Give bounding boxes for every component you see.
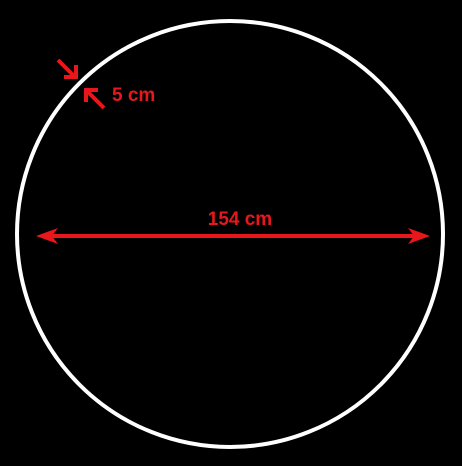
thickness-arrow-outer-head (64, 65, 78, 79)
thickness-arrow-inner-head (84, 88, 98, 102)
thickness-label: 5 cm (112, 85, 155, 106)
diameter-arrowhead-left (36, 228, 58, 244)
thickness-arrow-outer (56, 58, 76, 78)
thickness-arrow-inner (86, 90, 106, 110)
thickness-arrows (56, 58, 106, 110)
diameter-arrow (36, 228, 430, 244)
ring-circle (15, 19, 445, 449)
diameter-label: 154 cm (208, 209, 272, 230)
diameter-arrowhead-right (408, 228, 430, 244)
